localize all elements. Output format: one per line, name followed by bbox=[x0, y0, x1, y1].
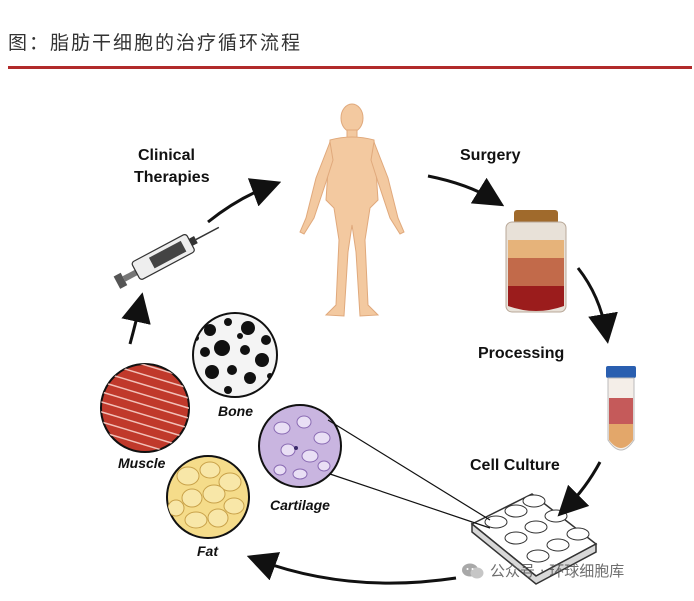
surgery-label: Surgery bbox=[460, 147, 521, 164]
human-figure-icon bbox=[299, 103, 405, 317]
bone-label: Bone bbox=[218, 403, 253, 419]
wechat-icon bbox=[462, 562, 484, 580]
watermark-text: 公众号 · 环球细胞库 bbox=[490, 562, 625, 580]
muscle-label: Muscle bbox=[118, 455, 166, 471]
processing-label: Processing bbox=[478, 345, 564, 362]
arrow-surgery-to-processing bbox=[576, 267, 618, 344]
arrow-tissues-to-therapy bbox=[121, 292, 151, 345]
test-tube-icon bbox=[606, 366, 636, 451]
arrow-culture-to-tissues bbox=[246, 552, 457, 585]
syringe-icon bbox=[113, 226, 220, 289]
arrow-processing-to-culture bbox=[557, 461, 602, 517]
cell-culture-label: Cell Culture bbox=[470, 457, 560, 474]
clinical-label-line1: Clinical bbox=[138, 147, 195, 164]
arrow-therapy-to-body bbox=[207, 178, 282, 224]
blood-bottle-icon bbox=[505, 210, 567, 313]
cartilage-tissue-icon bbox=[258, 404, 342, 488]
muscle-tissue-icon bbox=[100, 363, 190, 453]
zoom-line-top bbox=[327, 419, 491, 521]
cartilage-label: Cartilage bbox=[270, 497, 330, 513]
cycle-arrows bbox=[121, 174, 618, 585]
watermark: 公众号 · 环球细胞库 bbox=[462, 560, 624, 581]
page-title: 图：脂肪干细胞的治疗循环流程 bbox=[8, 32, 303, 54]
clinical-label-line2: Therapies bbox=[134, 169, 210, 186]
title-divider bbox=[8, 66, 692, 69]
arrow-body-to-surgery bbox=[427, 174, 505, 207]
culture-plate-icon bbox=[470, 493, 598, 585]
zoom-line-bottom bbox=[329, 473, 491, 529]
fat-tissue-icon bbox=[166, 455, 250, 539]
fat-label: Fat bbox=[197, 543, 219, 559]
bone-tissue-icon bbox=[192, 312, 278, 398]
